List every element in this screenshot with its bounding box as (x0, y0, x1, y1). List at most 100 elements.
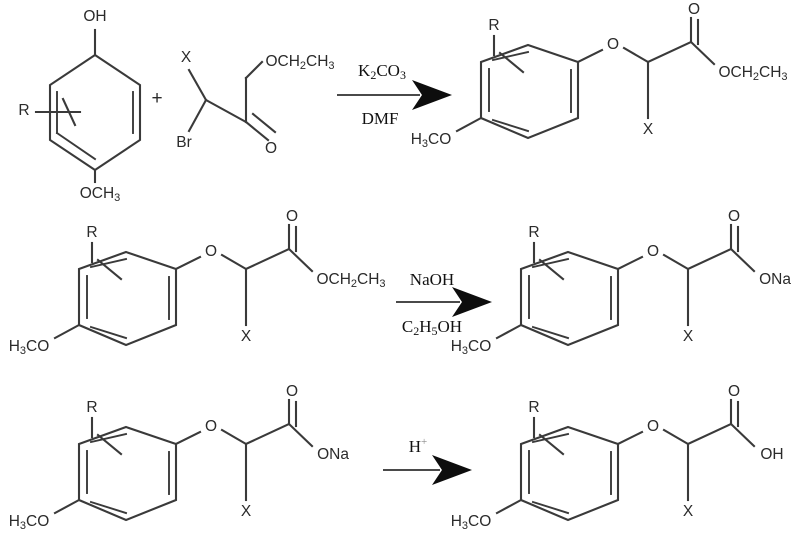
oet-ch: CH (278, 53, 300, 70)
phenol-oh-label: OH (83, 8, 106, 25)
arrow-1-group: K2CO3 DMF (337, 61, 452, 128)
product-3-carbonyl-o-label: O (728, 383, 740, 400)
row3-reactant-ona-label: ONa (317, 446, 349, 463)
ester-x-bond (187, 68, 208, 102)
arrow-1-reagent-above: K2CO3 (358, 61, 406, 82)
k2co3-k: K (358, 61, 371, 80)
p3-c-c-bond (686, 422, 733, 446)
ester-c-c-bond (204, 98, 248, 124)
product-2-x-label: X (683, 328, 694, 345)
p2-db-topleft (531, 257, 570, 269)
p3-h3co-h: H (451, 513, 462, 530)
ester-oet-label: OCH2CH3 (265, 53, 334, 72)
product-2-ona-label: ONa (759, 271, 791, 288)
p3-r-slash (538, 433, 565, 456)
product-1-db-bottomleft (491, 118, 530, 133)
c2h5oh-sub2: 5 (432, 324, 438, 338)
phenol-double-bond-bottom (55, 131, 97, 161)
row2-oet-bond (287, 247, 314, 273)
p2-ona-bond (729, 247, 756, 273)
product-1-oet-label: OCH2CH3 (718, 64, 787, 83)
phenol-structure: OH OCH3 R (18, 8, 142, 204)
p3-db-bottomleft (531, 500, 570, 515)
row2-r-db-bottomleft (89, 325, 128, 340)
methoxy-sub: 3 (114, 192, 120, 204)
hplus-sup: + (421, 436, 427, 448)
row3-reactant-r-label: R (86, 399, 97, 416)
p2-db-bottomleft (531, 325, 570, 340)
row2-reactant-methoxy-label: H3CO (9, 338, 50, 357)
c2h5oh-sub1: 2 (413, 324, 419, 338)
product-1-ether-o-label: O (607, 36, 619, 53)
r3-h3co-sub: 3 (20, 520, 26, 532)
product-1-carbonyl-o-label: O (688, 1, 700, 18)
row2-ether-bond-right (220, 253, 248, 271)
p3-ether-bond-right (662, 428, 690, 446)
product-3-r-label: R (528, 399, 539, 416)
row2-reactant-carbonyl-o-label: O (286, 208, 298, 225)
ester-carbonyl-o-label: O (265, 140, 277, 157)
c2h5oh-c: C (402, 317, 413, 336)
row3-r-slash (96, 433, 123, 456)
arrow-1-head (412, 80, 452, 110)
p3-h3co-co: CO (468, 513, 491, 530)
arrow-2-head (452, 287, 492, 317)
product-3-ether-o-label: O (647, 418, 659, 435)
arrow-3-reagent-above: H+ (409, 436, 428, 456)
product-1-methoxy-label: H3CO (411, 131, 452, 150)
p1-oet-sub2: 2 (753, 71, 759, 83)
p2-h3co-co: CO (468, 338, 491, 355)
row3-db-topleft (89, 432, 128, 444)
row2-reactant-oet-label: OCH2CH3 (316, 271, 385, 290)
phenol-r-label: R (18, 102, 29, 119)
oet-ch2: CH (306, 53, 328, 70)
arrow-1-reagent-below: DMF (362, 109, 399, 128)
p2-methoxy-bond (495, 323, 523, 340)
k2co3-sub1: 2 (370, 68, 376, 82)
row3-reactant-ether-o-label: O (205, 418, 217, 435)
arrow-3-head (432, 455, 472, 485)
product-1-c-c-bond (646, 40, 693, 64)
hplus-h: H (409, 437, 421, 456)
row3-reactant-carbonyl-o-label: O (286, 383, 298, 400)
product-2-methoxy-label: H3CO (451, 338, 492, 357)
row2-ether-bond-left (174, 255, 202, 271)
product-1-r-label: R (488, 17, 499, 34)
r2-oet-o: O (316, 271, 328, 288)
methoxy-o: O (80, 185, 92, 202)
oet-o: O (265, 53, 277, 70)
ester-br-label: Br (176, 134, 192, 151)
c2h5oh-h: H (419, 317, 431, 336)
row2-reactant-x-label: X (241, 328, 252, 345)
p1-oet-ch: CH (731, 64, 753, 81)
p3-ether-bond-left (616, 430, 644, 446)
row3-reactant-x-label: X (241, 503, 252, 520)
product-1-db-topleft (491, 50, 530, 62)
phenol-r-slash (61, 97, 77, 127)
product-3-methoxy-label: H3CO (451, 513, 492, 532)
arrow-2-group: NaOH C2H5OH (396, 270, 492, 338)
product-2-carbonyl-o-label: O (728, 208, 740, 225)
p2-r-slash (538, 258, 565, 281)
h3co-co: CO (428, 131, 451, 148)
h3co-h: H (411, 131, 422, 148)
product-1-methoxy-bond (455, 116, 483, 133)
p2-ether-bond-right (662, 253, 690, 271)
row3-methoxy-bond (53, 498, 81, 515)
ester-o-et-bond (244, 60, 264, 80)
product-2-r-label: R (528, 224, 539, 241)
product-3-x-label: X (683, 503, 694, 520)
p3-db-topleft (531, 432, 570, 444)
product-1-oet-bond (689, 40, 716, 66)
r2-oet-ch: CH (329, 271, 351, 288)
p1-oet-o: O (718, 64, 730, 81)
row3-ona-bond (287, 422, 314, 448)
row3-ether-bond-right (220, 428, 248, 446)
c2h5oh-oh: OH (438, 317, 463, 336)
arrow-2-reagent-below: C2H5OH (402, 317, 462, 338)
row2-r-slash (96, 258, 123, 281)
k2co3-co: CO (376, 61, 400, 80)
product-1-r-slash (498, 51, 525, 74)
row2-methoxy-bond (53, 323, 81, 340)
p3-h3co-sub: 3 (462, 520, 468, 532)
